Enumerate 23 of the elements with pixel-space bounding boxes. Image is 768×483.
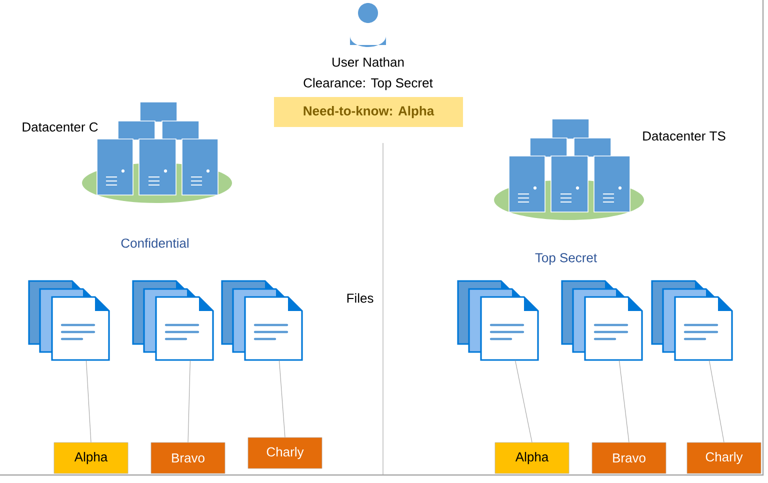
file-stack (651, 280, 733, 361)
text-label: Top Secret (535, 253, 597, 265)
text-label: Datacenter C (22, 122, 98, 132)
tag-box: Bravo (592, 442, 666, 474)
file-stack (457, 280, 539, 361)
text-label: Confidential (121, 238, 188, 248)
file-stack (132, 280, 214, 361)
file-stack (561, 280, 643, 361)
tag-box: Charly (248, 437, 322, 469)
tag-box: Charly (686, 442, 762, 474)
connector-line (514, 360, 532, 443)
tag-box: Alpha (494, 442, 570, 474)
text-label: Datacenter TS (643, 131, 726, 141)
connector-line (188, 360, 190, 443)
tag-box: Bravo (150, 442, 226, 474)
text-label: Files (347, 293, 374, 303)
file-stack (28, 280, 110, 361)
connector-line (86, 360, 92, 443)
tag-box: Alpha (54, 442, 128, 474)
connector-line (708, 360, 724, 443)
highlight-box: Need-to-know: Alpha (274, 97, 463, 127)
file-stack (221, 280, 303, 361)
text-label: User Nathan (332, 57, 404, 67)
